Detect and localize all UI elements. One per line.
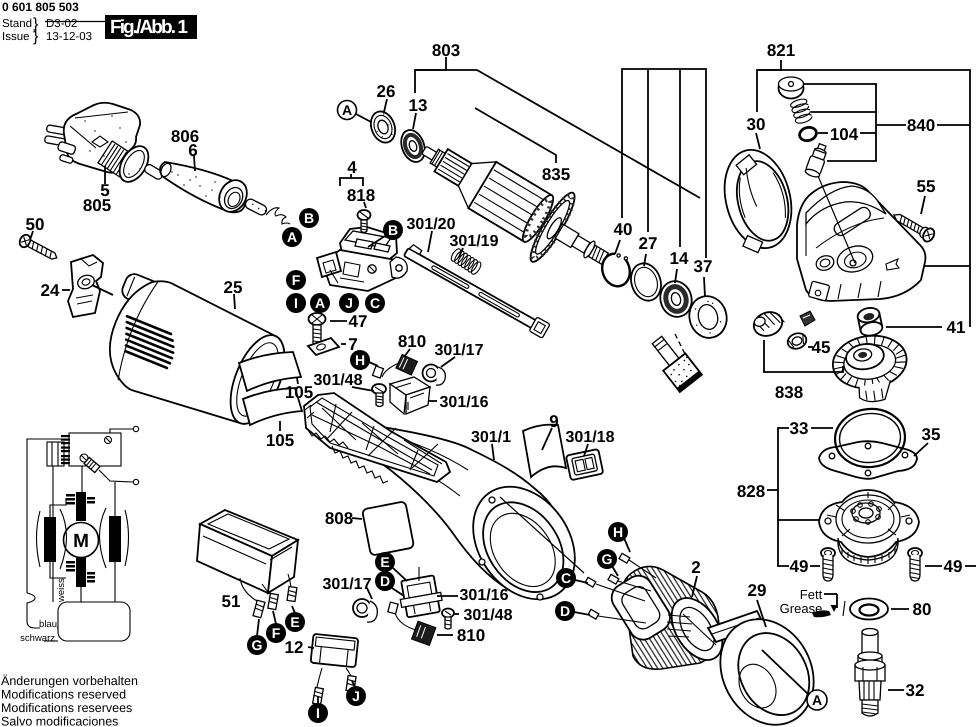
svg-text:D: D [560, 603, 570, 619]
svg-text:35: 35 [922, 425, 941, 444]
svg-text:Fig./Abb. 1: Fig./Abb. 1 [110, 17, 188, 38]
svg-text:schwarz: schwarz [20, 633, 55, 644]
svg-text:301/16: 301/16 [440, 394, 489, 411]
svg-text:B: B [304, 210, 314, 226]
svg-text:26: 26 [377, 82, 396, 101]
svg-text:A: A [342, 102, 352, 118]
svg-text:105: 105 [285, 383, 313, 402]
svg-text:55: 55 [917, 177, 936, 196]
svg-text:9: 9 [549, 412, 558, 431]
svg-text:47: 47 [349, 312, 368, 331]
svg-text:H: H [355, 352, 365, 368]
svg-text:301/18: 301/18 [566, 429, 615, 446]
svg-text:Modifications reserved: Modifications reserved [1, 688, 126, 702]
svg-text:25: 25 [224, 278, 243, 297]
svg-text:810: 810 [457, 626, 485, 645]
svg-text:0 601 805 503: 0 601 805 503 [2, 0, 79, 14]
svg-text:D: D [380, 573, 390, 589]
svg-text:blau: blau [39, 619, 57, 630]
svg-text:Grease: Grease [780, 601, 823, 616]
svg-text:40: 40 [614, 220, 633, 239]
svg-text:803: 803 [432, 41, 460, 60]
svg-text:105: 105 [266, 431, 294, 450]
svg-text:29: 29 [748, 581, 767, 600]
svg-text:2: 2 [691, 558, 700, 577]
svg-text:}: } [33, 16, 39, 33]
svg-text:806: 806 [171, 127, 199, 146]
svg-text:838: 838 [775, 383, 803, 402]
svg-text:7: 7 [348, 335, 357, 354]
svg-text:F: F [292, 272, 301, 288]
svg-text:G: G [252, 637, 263, 653]
svg-text:A: A [287, 229, 297, 245]
svg-text:12: 12 [285, 638, 304, 657]
svg-text:6: 6 [188, 141, 197, 160]
svg-text:32: 32 [906, 681, 925, 700]
svg-text:805: 805 [83, 196, 111, 215]
svg-text:F: F [272, 625, 281, 641]
svg-text:C: C [561, 570, 571, 586]
svg-text:301/17: 301/17 [323, 576, 372, 593]
svg-text:A: A [812, 692, 822, 708]
svg-text:27: 27 [639, 234, 658, 253]
svg-text:828: 828 [737, 482, 765, 501]
svg-text:301/1: 301/1 [471, 429, 511, 446]
svg-text:D3-02: D3-02 [46, 18, 77, 30]
svg-text:H: H [613, 524, 623, 540]
svg-text:80: 80 [913, 600, 932, 619]
svg-text:51: 51 [222, 592, 241, 611]
svg-text:13: 13 [409, 96, 428, 115]
svg-text:Modifications reservees: Modifications reservees [1, 701, 132, 715]
svg-text:I: I [316, 705, 320, 721]
svg-text:E: E [290, 614, 299, 630]
svg-text:J: J [345, 295, 353, 311]
svg-text:J: J [352, 688, 360, 704]
svg-text:33: 33 [790, 419, 809, 438]
svg-text:M: M [73, 531, 89, 552]
svg-text:E: E [380, 554, 389, 570]
svg-text:30: 30 [747, 115, 766, 134]
svg-text:4: 4 [347, 158, 357, 177]
svg-text:13-12-03: 13-12-03 [46, 31, 92, 43]
svg-text:49: 49 [944, 557, 963, 576]
svg-text:840: 840 [907, 116, 935, 135]
svg-text:37: 37 [694, 257, 713, 276]
svg-text:Issue: Issue [2, 31, 30, 43]
svg-text:Fett: Fett [800, 587, 823, 602]
svg-text:301/48: 301/48 [464, 607, 513, 624]
svg-text:104: 104 [830, 125, 859, 144]
svg-text:Stand: Stand [2, 18, 32, 30]
svg-text:Änderungen vorbehalten: Änderungen vorbehalten [1, 674, 138, 688]
svg-text:5: 5 [100, 181, 109, 200]
svg-text:Salvo modificaciones: Salvo modificaciones [1, 715, 118, 727]
svg-text:24: 24 [41, 281, 60, 300]
svg-text:A: A [315, 295, 325, 311]
svg-text:301/17: 301/17 [435, 342, 484, 359]
svg-text:835: 835 [542, 165, 570, 184]
svg-text:810: 810 [398, 332, 426, 351]
svg-text:41: 41 [947, 318, 966, 337]
svg-text:808: 808 [325, 509, 353, 528]
svg-text:B: B [388, 222, 398, 238]
svg-text:I: I [294, 295, 298, 311]
svg-text:weiss: weiss [56, 578, 67, 603]
svg-text:C: C [370, 295, 380, 311]
svg-text:49: 49 [790, 557, 809, 576]
svg-text:301/20: 301/20 [407, 216, 456, 233]
svg-text:45: 45 [812, 338, 831, 357]
svg-text:818: 818 [347, 186, 375, 205]
svg-text:14: 14 [670, 249, 689, 268]
svg-text:}: } [33, 28, 39, 45]
svg-text:821: 821 [767, 41, 795, 60]
svg-text:301/16: 301/16 [460, 587, 509, 604]
svg-text:301/48: 301/48 [314, 372, 363, 389]
svg-text:50: 50 [26, 215, 45, 234]
svg-text:G: G [602, 551, 613, 567]
svg-text:301/19: 301/19 [450, 233, 499, 250]
